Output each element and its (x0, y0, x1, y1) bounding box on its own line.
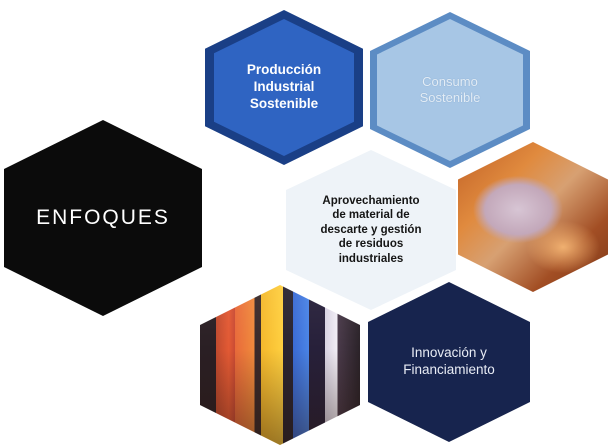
enfoques-label: ENFOQUES (36, 205, 170, 229)
hands-materials-photo (458, 142, 608, 292)
consumo-sostenible-hexagon: Consumo Sostenible (377, 19, 523, 161)
aprovechamiento-hexagon: Aprovechamiento de material de descarte … (286, 150, 456, 310)
consumo-sostenible-label: Consumo Sostenible (419, 73, 481, 105)
enfoques-hexagon: ENFOQUES (4, 120, 202, 316)
produccion-industrial-label: Producción Industrial Sostenible (246, 62, 322, 111)
innovacion-financiamiento-hexagon: Innovación y Financiamiento (368, 282, 530, 442)
innovacion-financiamiento-label: Innovación y Financiamiento (403, 345, 495, 377)
aprovechamiento-label: Aprovechamiento de material de descarte … (320, 195, 422, 265)
paint-rollers-photo (200, 285, 360, 445)
